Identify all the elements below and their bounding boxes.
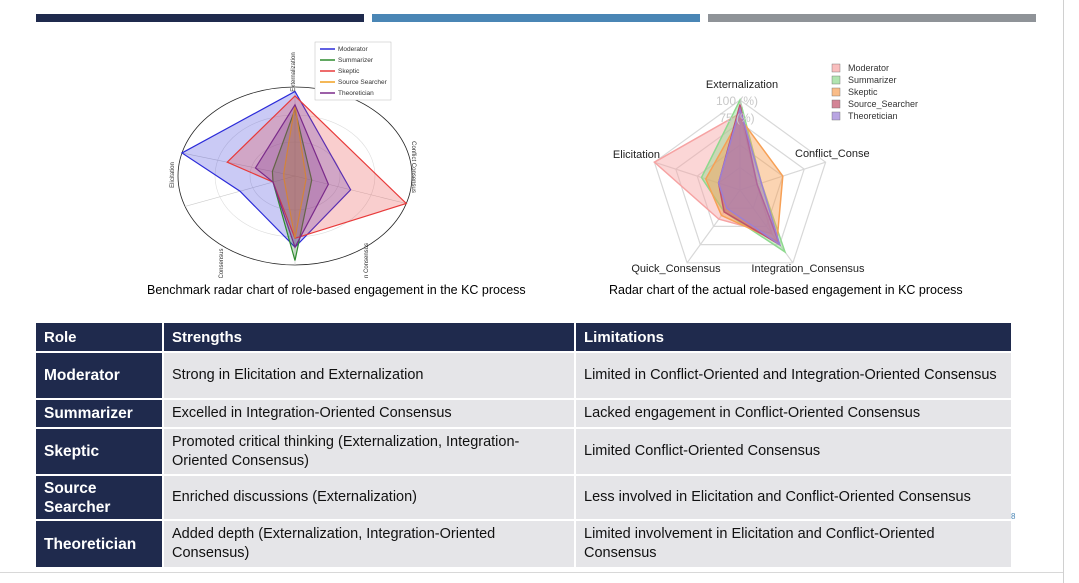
radial-tick-label: 100 (%): [716, 94, 758, 108]
table-row: Moderator Strong in Elicitation and Exte…: [34, 351, 1013, 400]
legend-label-theoretician: Theoretician: [338, 90, 374, 97]
role-cell: Skeptic: [34, 427, 164, 476]
role-cell: Moderator: [34, 351, 164, 400]
series-skeptic: [226, 95, 408, 240]
strength-cell: Excelled in Integration-Oriented Consens…: [162, 398, 576, 429]
legend-label-source-searcher: Source_Searcher: [848, 99, 918, 109]
strength-cell: Promoted critical thinking (Externalizat…: [162, 427, 576, 476]
header-bar-blue: [372, 14, 700, 22]
legend-label-moderator: Moderator: [848, 63, 889, 73]
axis-spoke: [686, 189, 741, 264]
legend-swatch-moderator: [831, 63, 841, 73]
axis-label-integration-consensus: Integration Consensus: [364, 243, 370, 278]
axis-label-quick-consensus: Quick Consensus: [219, 248, 225, 278]
slide-edge-right: [1063, 0, 1064, 583]
axis-label-conflict-consensus: Conflict Consensus: [410, 141, 416, 193]
strength-cell: Enriched discussions (Externalization): [162, 474, 576, 521]
legend-swatch-source-searcher: [831, 99, 841, 109]
legend-label-summarizer: Summarizer: [338, 57, 374, 64]
header-role: Role: [34, 321, 164, 353]
axis-label-conflict-conse: Conflict_Conse: [795, 148, 870, 160]
legend-label-moderator: Moderator: [338, 46, 368, 53]
legend-label-source-searcher: Source Searcher: [338, 79, 388, 86]
actual-chart-caption: Radar chart of the actual role-based eng…: [609, 283, 963, 297]
header-strengths: Strengths: [162, 321, 576, 353]
grid-ring-25: [717, 166, 763, 209]
axis-label-elicitation: Elicitation: [613, 149, 660, 161]
role-comparison-table: Role Strengths Limitations Moderator Str…: [34, 321, 1013, 569]
legend-swatch-theoretician: [831, 111, 841, 121]
table-row: Source Searcher Enriched discussions (Ex…: [34, 474, 1013, 521]
series-skeptic: [704, 116, 784, 243]
header-bar-gray: [708, 14, 1036, 22]
table-row: Summarizer Excelled in Integration-Orien…: [34, 398, 1013, 429]
limitation-cell: Less involved in Elicitation and Conflic…: [574, 474, 1013, 521]
benchmark-chart-caption: Benchmark radar chart of role-based enga…: [147, 283, 526, 297]
table-row: Theoretician Added depth (Externalizatio…: [34, 519, 1013, 569]
legend-label-summarizer: Summarizer: [848, 75, 897, 85]
grid-ring-100: [653, 99, 827, 264]
limitation-cell: Limited Conflict-Oriented Consensus: [574, 427, 1013, 476]
header-limitations: Limitations: [574, 321, 1013, 353]
axis-label-elicitation: Elicitation: [170, 162, 176, 188]
table-row: Skeptic Promoted critical thinking (Exte…: [34, 427, 1013, 476]
legend-label-skeptic: Skeptic: [848, 87, 878, 97]
axis-label-quick-consensus: Quick_Consensus: [631, 263, 721, 275]
series-theoretician: [254, 103, 330, 249]
limitation-cell: Limited in Conflict-Oriented and Integra…: [574, 351, 1013, 400]
series-moderator: [180, 90, 352, 249]
header-bar-navy: [36, 14, 364, 22]
page-number: 8: [1011, 512, 1016, 521]
legend-swatch-skeptic: [831, 87, 841, 97]
slide-edge-bottom: [0, 572, 1063, 573]
role-cell: Summarizer: [34, 398, 164, 429]
strength-cell: Added depth (Externalization, Integratio…: [162, 519, 576, 569]
role-cell: Theoretician: [34, 519, 164, 569]
legend-label-skeptic: Skeptic: [338, 68, 360, 75]
radial-tick-label: 75 (%): [719, 111, 754, 125]
axis-label-externalization: Externalization: [706, 79, 778, 91]
legend-swatch-summarizer: [831, 75, 841, 85]
actual-radar-chart: ExternalizationConflict_ConseIntegration…: [613, 63, 918, 275]
series-source-searcher: [283, 104, 307, 239]
grid-ring-75: [675, 121, 805, 246]
role-cell: Source Searcher: [34, 474, 164, 521]
axis-label-integration-consensus: Integration_Consensus: [751, 263, 865, 275]
series-theoretician: [717, 106, 781, 247]
strength-cell: Strong in Elicitation and Externalizatio…: [162, 351, 576, 400]
table-header-row: Role Strengths Limitations: [34, 321, 1013, 353]
limitation-cell: Lacked engagement in Conflict-Oriented C…: [574, 398, 1013, 429]
axis-spoke: [654, 161, 741, 191]
axis-label-externalization: Externalization: [291, 52, 297, 91]
axis-line-elicitation: [181, 152, 296, 177]
legend-label-theoretician: Theoretician: [848, 111, 898, 121]
limitation-cell: Limited involvement in Elicitation and C…: [574, 519, 1013, 569]
